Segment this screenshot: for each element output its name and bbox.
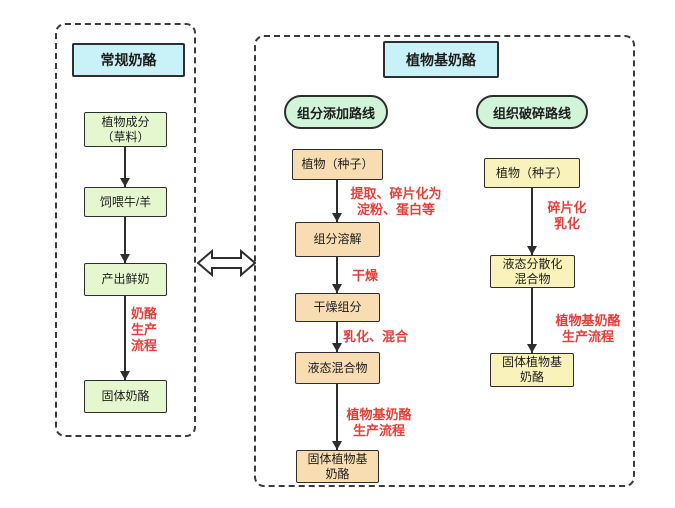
node-plant-seed-disruption: 植物（种子） [484, 158, 580, 188]
flow-arrow [120, 296, 130, 380]
flow-arrow [332, 322, 342, 352]
flow-arrow [332, 384, 342, 450]
conventional-cheese-panel [55, 23, 196, 437]
node-component-dissolution: 组分溶解 [295, 222, 380, 257]
pill-tissue-disruption-route: 组织破碎路线 [476, 95, 588, 129]
plant-based-cheese-panel [254, 35, 635, 487]
conventional-cheese-title: 常规奶酪 [72, 43, 185, 77]
flow-arrow [332, 257, 342, 293]
flow-arrow [120, 147, 130, 187]
node-solid-cheese: 固体奶酪 [84, 380, 167, 413]
edge-label-fragment-emulsify: 碎片化 乳化 [547, 200, 587, 231]
double-headed-arrow [197, 248, 256, 278]
node-plant-ingredients-fodder: 植物成分 （草料） [84, 112, 167, 147]
node-liquid-dispersed-mixture: 液态分散化 混合物 [490, 255, 575, 288]
flow-arrow [527, 288, 537, 353]
flow-arrow [332, 180, 342, 222]
node-solid-plant-based-cheese-addition: 固体植物基 奶酪 [296, 450, 379, 483]
flow-arrow [527, 188, 537, 255]
edge-label-drying: 干燥 [352, 268, 379, 283]
plant-based-cheese-title: 植物基奶酪 [383, 41, 499, 78]
edge-label-pb-cheese-process-addition: 植物基奶酪 生产流程 [346, 407, 412, 438]
edge-label-emulsify-mix: 乳化、混合 [343, 329, 409, 344]
node-fresh-milk: 产出鲜奶 [84, 263, 167, 296]
edge-label-pb-cheese-process-disruption: 植物基奶酪 生产流程 [555, 313, 621, 344]
node-dried-components: 干燥组分 [295, 293, 380, 322]
node-liquid-mixture: 液态混合物 [295, 352, 380, 384]
pill-component-addition-route: 组分添加路线 [284, 95, 388, 129]
flow-arrow [120, 217, 130, 263]
node-solid-plant-based-cheese-disruption: 固体植物基 奶酪 [490, 353, 574, 387]
node-feed-cattle-sheep: 饲喂牛/羊 [84, 187, 167, 217]
edge-label-extract-fragment: 提取、碎片化为 淀粉、蛋白等 [350, 186, 442, 217]
edge-label-cheese-production-process: 奶酪 生产 流程 [131, 306, 158, 353]
node-plant-seed-addition: 植物（种子） [292, 149, 383, 180]
